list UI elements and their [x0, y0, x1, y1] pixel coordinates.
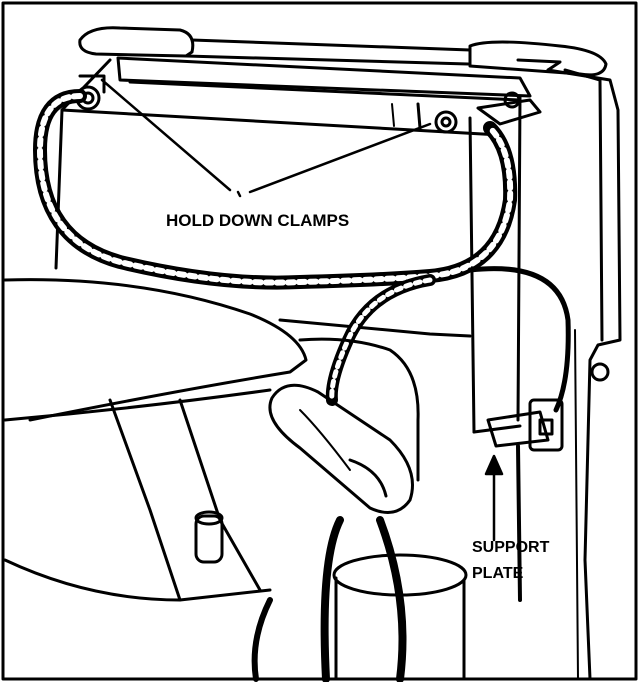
support-plate-label-line1: SUPPORT	[472, 539, 550, 556]
support-plate-label-line2: PLATE	[472, 565, 524, 582]
right-bracket	[516, 58, 622, 681]
support-plate-arrow	[484, 454, 504, 542]
filter-canister	[251, 516, 468, 683]
battery-case	[54, 56, 532, 434]
terminal-boot	[268, 383, 414, 514]
battery-cables	[33, 89, 571, 413]
motor-housing	[3, 278, 420, 602]
bracket-hole	[590, 362, 610, 382]
carry-handle	[78, 26, 608, 77]
hold-down-clamps-leaders	[100, 78, 432, 198]
support-plate-hardware	[486, 398, 564, 602]
hold-down-clamps-label: HOLD DOWN CLAMPS	[166, 211, 349, 230]
